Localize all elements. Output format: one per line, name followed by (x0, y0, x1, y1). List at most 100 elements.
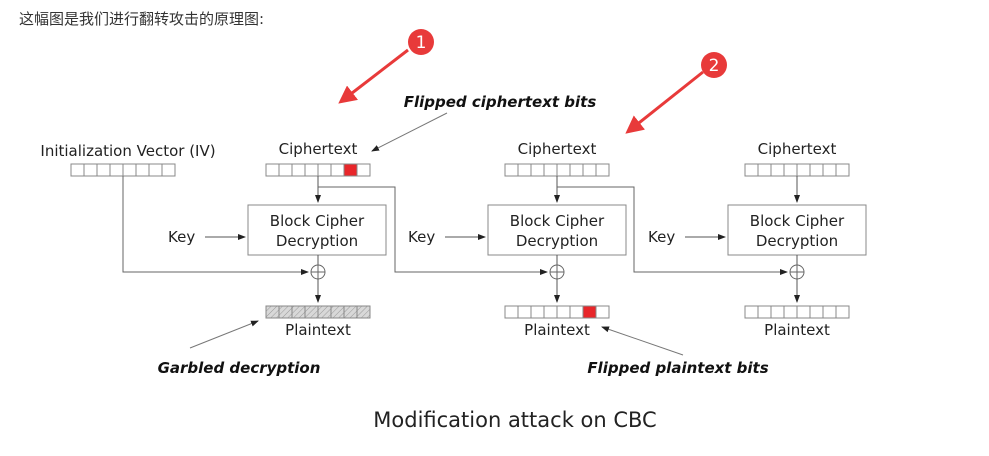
plaintext-register-1 (265, 305, 371, 319)
plaintext-cell (304, 305, 319, 319)
key-label-3: Key (648, 228, 675, 246)
ciphertext-label-2: Ciphertext (518, 140, 597, 158)
ciphertext-cell (543, 163, 558, 177)
cipher-box-1-line2: Decryption (276, 232, 358, 250)
plaintext-cell (278, 305, 293, 319)
plaintext-register-3 (744, 305, 850, 319)
plaintext-cell (556, 305, 571, 319)
ciphertext-cell (783, 163, 798, 177)
xor-icon-3 (789, 264, 805, 280)
ciphertext-cell (304, 163, 319, 177)
cipher-box-3-line1: Block Cipher (750, 212, 845, 230)
cipher-box-2-line1: Block Cipher (510, 212, 605, 230)
plaintext-cell (343, 305, 358, 319)
plaintext-cell (757, 305, 772, 319)
flipped-ciphertext-pointer (371, 112, 448, 152)
ciphertext-cell (530, 163, 545, 177)
flipped-ciphertext-note: Flipped ciphertext bits (404, 93, 597, 111)
ciphertext-register-2 (504, 163, 610, 177)
plaintext-cell (835, 305, 850, 319)
ciphertext-cell (770, 163, 785, 177)
ciphertext-cell (504, 163, 519, 177)
plaintext-cell (796, 305, 811, 319)
key-label-1: Key (168, 228, 195, 246)
red-arrow-2 (625, 70, 704, 134)
garbled-pointer (189, 320, 259, 349)
ciphertext-cell (291, 163, 306, 177)
cipher-box-1-line1: Block Cipher (270, 212, 365, 230)
iv-cell (148, 163, 163, 177)
cipher-box-1 (247, 204, 387, 256)
iv-feed-line (122, 176, 309, 275)
ciphertext-cell (582, 163, 597, 177)
plaintext-cell (595, 305, 610, 319)
plaintext-cell (330, 305, 345, 319)
iv-cell (161, 163, 176, 177)
iv-cell (96, 163, 111, 177)
plaintext-cell (356, 305, 371, 319)
ciphertext-cell (809, 163, 824, 177)
plaintext-cell (582, 305, 597, 319)
iv-cell (135, 163, 150, 177)
key-label-2: Key (408, 228, 435, 246)
ciphertext-label-3: Ciphertext (758, 140, 837, 158)
ciphertext-register-1 (265, 163, 371, 177)
ciphertext-cell (278, 163, 293, 177)
ciphertext-cell (822, 163, 837, 177)
cipher-box-2-line2: Decryption (516, 232, 598, 250)
svg-text:2: 2 (709, 56, 720, 76)
flipped-plaintext-note: Flipped plaintext bits (587, 359, 768, 377)
garbled-note: Garbled decryption (158, 359, 321, 377)
iv-cell (70, 163, 85, 177)
iv-cell (109, 163, 124, 177)
xor-icon-1 (310, 264, 326, 280)
xor-icon-2 (549, 264, 565, 280)
svg-text:1: 1 (416, 33, 427, 53)
plaintext-cell (744, 305, 759, 319)
plaintext-label-3: Plaintext (764, 321, 830, 339)
ciphertext-cell (569, 163, 584, 177)
ciphertext-cell (556, 163, 571, 177)
ciphertext-cell (595, 163, 610, 177)
ciphertext-cell (265, 163, 280, 177)
ciphertext-cell (317, 163, 332, 177)
ciphertext-cell (796, 163, 811, 177)
plaintext-register-2 (504, 305, 610, 319)
intro-text: 这幅图是我们进行翻转攻击的原理图: (19, 10, 265, 28)
ciphertext-cell (330, 163, 345, 177)
cipher-box-3 (727, 204, 867, 256)
plaintext-cell (783, 305, 798, 319)
plaintext-cell (291, 305, 306, 319)
badge-2: 2 (701, 52, 727, 78)
plaintext-cell (317, 305, 332, 319)
ciphertext-cell (343, 163, 358, 177)
iv-register (70, 163, 176, 177)
ciphertext-cell (744, 163, 759, 177)
cipher-box-3-line2: Decryption (756, 232, 838, 250)
ciphertext-register-3 (744, 163, 850, 177)
diagram-caption: Modification attack on CBC (373, 408, 656, 432)
plaintext-label-2: Plaintext (524, 321, 590, 339)
iv-cell (83, 163, 98, 177)
plaintext-cell (543, 305, 558, 319)
plaintext-cell (265, 305, 280, 319)
ciphertext-cell (356, 163, 371, 177)
iv-cell (122, 163, 137, 177)
ciphertext-cell (517, 163, 532, 177)
chain-feed-line-1 (318, 186, 548, 275)
flipped-plaintext-pointer (601, 326, 684, 356)
iv-label: Initialization Vector (IV) (40, 142, 215, 160)
plaintext-cell (530, 305, 545, 319)
plaintext-cell (504, 305, 519, 319)
badge-1: 1 (408, 29, 434, 55)
red-arrow-1 (338, 48, 409, 104)
ciphertext-cell (835, 163, 850, 177)
plaintext-cell (770, 305, 785, 319)
ciphertext-label-1: Ciphertext (279, 140, 358, 158)
plaintext-cell (809, 305, 824, 319)
plaintext-cell (517, 305, 532, 319)
chain-feed-line-2 (557, 186, 788, 275)
plaintext-cell (569, 305, 584, 319)
plaintext-cell (822, 305, 837, 319)
